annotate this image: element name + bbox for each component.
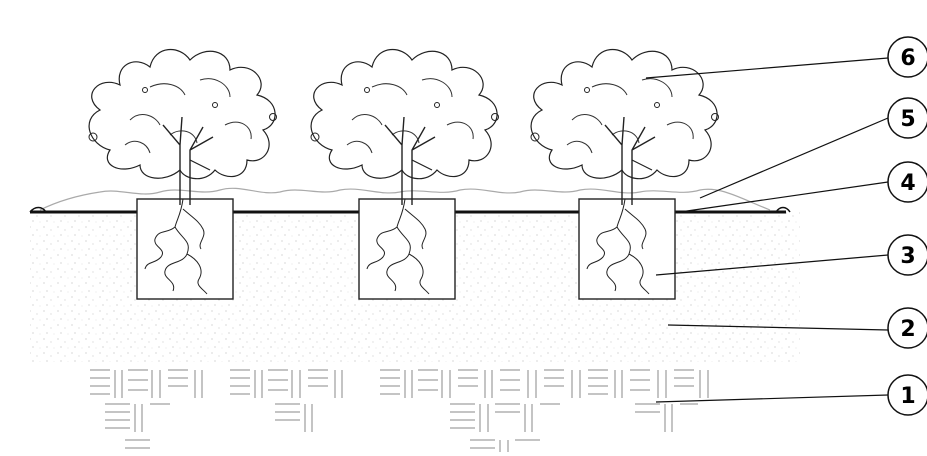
- callout-2: 2: [887, 307, 927, 349]
- mulch-surface: [39, 187, 771, 211]
- leader-line-3: [655, 254, 889, 276]
- callout-5: 5: [887, 97, 927, 139]
- callout-6-label: 6: [900, 46, 915, 71]
- drainage-layer: [90, 369, 709, 452]
- callout-3: 3: [887, 234, 927, 276]
- callout-3-label: 3: [900, 244, 915, 269]
- leader-line-1: [655, 394, 889, 403]
- leader-line-6: [645, 57, 889, 79]
- callout-1: 1: [887, 374, 927, 416]
- leader-line-5: [699, 117, 889, 199]
- callout-6: 6: [887, 36, 927, 78]
- callout-4: 4: [887, 161, 927, 203]
- callout-4-label: 4: [900, 171, 915, 196]
- callout-1-label: 1: [900, 384, 915, 409]
- leader-line-4: [679, 181, 889, 213]
- callout-2-label: 2: [900, 317, 915, 342]
- callout-5-label: 5: [900, 107, 915, 132]
- leader-line-2: [667, 324, 889, 331]
